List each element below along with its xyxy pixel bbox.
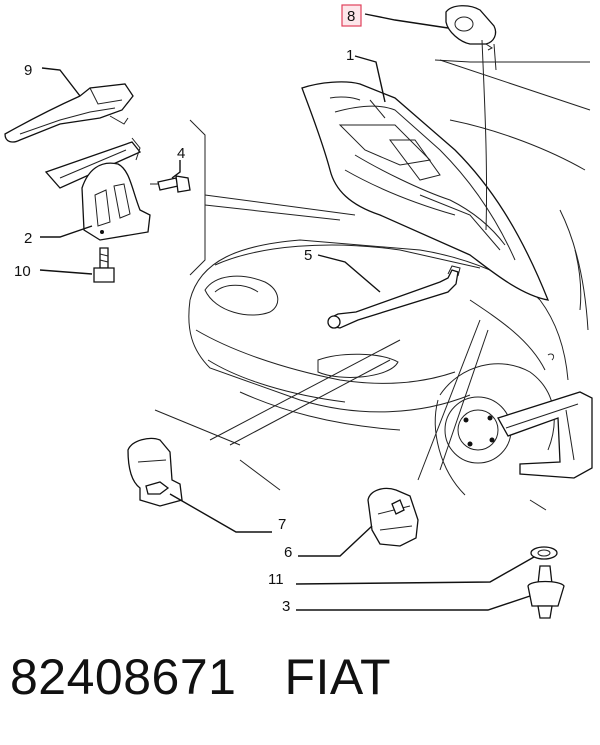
hinge-cover-part-9 bbox=[4, 83, 134, 143]
callout-3: 3 bbox=[282, 598, 290, 615]
bolt-part-4 bbox=[150, 175, 191, 193]
bracket-inset bbox=[497, 391, 593, 479]
callout-11: 11 bbox=[268, 571, 284, 588]
adjustable-stop-part-3 bbox=[527, 565, 565, 619]
part-footer: 82408671 FIAT bbox=[10, 648, 590, 728]
parts-diagram: 8 1 9 4 2 10 5 7 6 11 3 bbox=[4, 4, 593, 619]
callout-8-highlight bbox=[341, 4, 362, 27]
callout-8: 8 bbox=[347, 8, 355, 25]
callout-labels: 8 1 9 4 2 10 5 7 6 11 3 bbox=[14, 4, 362, 615]
callout-leaders bbox=[39, 13, 535, 611]
callout-9: 9 bbox=[24, 62, 32, 79]
callout-2: 2 bbox=[24, 230, 32, 247]
hood-panel bbox=[301, 81, 550, 301]
callout-1: 1 bbox=[346, 47, 354, 64]
hinge-bracket-part-2 bbox=[44, 137, 151, 241]
bumper-pad-part-6 bbox=[367, 487, 419, 547]
callout-6: 6 bbox=[284, 544, 292, 561]
callout-7: 7 bbox=[278, 516, 286, 533]
hood-prop-rod-part-5 bbox=[327, 265, 461, 329]
latch-bumper-part-7 bbox=[127, 437, 183, 507]
brand-name: FIAT bbox=[284, 649, 392, 705]
callout-10: 10 bbox=[14, 263, 31, 280]
hood-bumper-part-8 bbox=[445, 5, 497, 51]
callout-4: 4 bbox=[177, 145, 185, 162]
screw-part-10 bbox=[93, 247, 115, 283]
callout-5: 5 bbox=[304, 247, 312, 264]
part-number: 82408671 bbox=[10, 649, 237, 705]
washer-part-11 bbox=[530, 546, 558, 560]
construction-lines bbox=[154, 39, 590, 511]
